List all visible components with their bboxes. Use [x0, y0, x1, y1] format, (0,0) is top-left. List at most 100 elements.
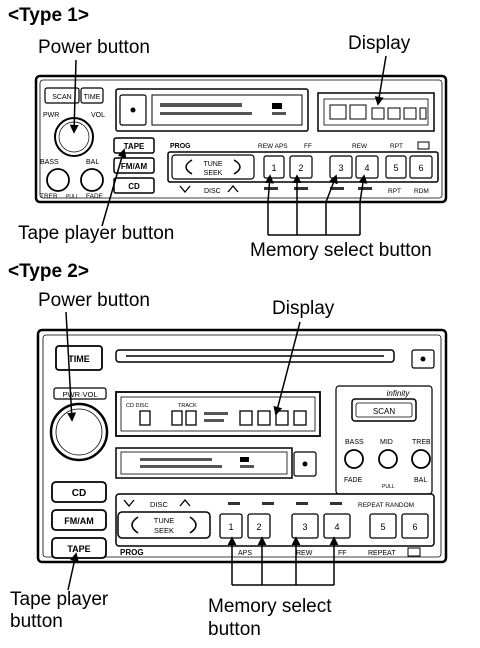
svg-text:4: 4	[364, 163, 369, 173]
svg-text:CD DISC: CD DISC	[126, 403, 149, 409]
svg-text:SCAN: SCAN	[52, 94, 71, 101]
type1-bass-knob[interactable]	[46, 168, 70, 192]
type1-bal-text: BAL	[86, 159, 99, 166]
type1-preset-3[interactable]: 3	[329, 155, 353, 179]
type1-fade-text: FADE	[86, 193, 104, 200]
type1-leaders	[69, 55, 387, 236]
svg-text:2: 2	[256, 522, 261, 532]
type1-time-button[interactable]: TIME	[80, 87, 104, 104]
type1-disc-text: DISC	[204, 188, 221, 195]
type2-bass-knob[interactable]	[344, 449, 364, 469]
type2-heading: <Type 2>	[8, 261, 89, 282]
type1-pull-text: PULL	[66, 194, 79, 200]
svg-text:FADE: FADE	[344, 477, 363, 484]
svg-text:6: 6	[418, 163, 423, 173]
type1-heading: <Type 1>	[8, 5, 89, 26]
type1-bass-text: BASS	[40, 159, 59, 166]
type1-fmam-button[interactable]: FM/AM	[113, 157, 155, 174]
svg-text:TIME: TIME	[84, 94, 101, 101]
type1-rdm-text: RDM	[414, 188, 429, 195]
type2-preset-3[interactable]: 3	[291, 513, 319, 539]
type2-display: CD DISC TRACK	[115, 391, 321, 437]
type2-memory-label-line1: Memory select	[208, 596, 332, 617]
svg-text:TUNE: TUNE	[203, 161, 222, 168]
svg-text:SCAN: SCAN	[373, 407, 395, 416]
type1-power-label: Power button	[38, 37, 150, 58]
type1-preset-1[interactable]: 1	[263, 155, 285, 179]
type2-power-label: Power button	[38, 290, 150, 311]
svg-text:1: 1	[271, 163, 276, 173]
type2-preset-4[interactable]: 4	[323, 513, 351, 539]
type2-repeat-text: REPEAT	[368, 550, 396, 557]
type1-pwr-text: PWR	[43, 112, 59, 119]
svg-text:5: 5	[380, 522, 385, 532]
type2-preset-1[interactable]: 1	[219, 513, 243, 539]
type1-cd-button[interactable]: CD	[113, 177, 155, 194]
type1-treb-text: TREB	[40, 193, 57, 200]
svg-text:CD: CD	[128, 182, 140, 191]
type2-aps-text: APS	[238, 550, 252, 557]
svg-text:FM/AM: FM/AM	[121, 162, 148, 171]
svg-text:SEEK: SEEK	[154, 526, 174, 535]
type2-cd-button[interactable]: CD	[51, 481, 107, 503]
type2-rew-text: REW	[296, 550, 313, 557]
type2-tune-seek-button[interactable]: TUNE SEEK	[117, 511, 211, 539]
svg-text:BAL: BAL	[414, 477, 427, 484]
svg-text:6: 6	[412, 522, 417, 532]
type2-eject-button[interactable]	[411, 349, 435, 369]
type1-display	[317, 92, 435, 132]
type2-treb-knob[interactable]	[411, 449, 431, 469]
svg-text:5: 5	[393, 163, 398, 173]
type1-power-knob[interactable]	[54, 117, 94, 157]
svg-text:TAPE: TAPE	[67, 544, 90, 554]
type1-bal-knob[interactable]	[80, 168, 104, 192]
type2-tape-label-line1: Tape player	[10, 589, 109, 610]
type2-preset-5[interactable]: 5	[369, 513, 397, 539]
svg-text:2: 2	[298, 163, 303, 173]
type1-preset-2[interactable]: 2	[289, 155, 313, 179]
type1-preset-6[interactable]: 6	[409, 155, 433, 179]
type1-vol-text: VOL	[91, 112, 105, 119]
type2-preset-6[interactable]: 6	[401, 513, 429, 539]
type2-prog-text: PROG	[120, 548, 144, 557]
type2-mid-knob[interactable]	[378, 449, 398, 469]
type2-radio-unit: TIME PWR·VOL CD FM/AM TAPE CD DISC TRACK	[36, 328, 448, 564]
type2-leaders	[65, 311, 339, 591]
type2-tape-eject-button[interactable]	[293, 451, 317, 477]
svg-text:SEEK: SEEK	[204, 170, 223, 177]
type2-fmam-button[interactable]: FM/AM	[51, 509, 107, 531]
type1-rew-text: REW	[352, 143, 368, 150]
type1-ff-text: FF	[304, 143, 312, 150]
svg-text:MID: MID	[380, 439, 393, 446]
type2-scan-button[interactable]: SCAN	[351, 398, 417, 422]
type2-tape-button[interactable]: TAPE	[51, 537, 107, 559]
type1-prog-text: PROG	[170, 143, 191, 150]
type1-display-label: Display	[348, 33, 411, 54]
type2-preset-2[interactable]: 2	[247, 513, 271, 539]
type2-repeat-random-text: REPEAT RANDOM	[358, 502, 414, 509]
svg-text:PULL: PULL	[382, 484, 395, 490]
type2-power-knob[interactable]	[49, 402, 109, 462]
svg-text:CD: CD	[72, 488, 86, 499]
svg-text:1: 1	[228, 522, 233, 532]
svg-text:3: 3	[338, 163, 343, 173]
type1-eject-button[interactable]	[119, 94, 147, 126]
type1-scan-button[interactable]: SCAN	[44, 87, 80, 104]
type1-radio-unit: SCAN TIME PWR VOL BASS BAL TREB PULL FAD…	[34, 74, 448, 204]
type2-tape-label-line2: button	[10, 611, 63, 632]
type2-memory-label-line2: button	[208, 619, 261, 640]
svg-text:TUNE: TUNE	[154, 516, 174, 525]
svg-text:3: 3	[302, 522, 307, 532]
type1-memory-label: Memory select button	[250, 240, 432, 261]
type2-pwr-vol-text: PWR·VOL	[62, 390, 97, 399]
svg-text:BASS: BASS	[345, 439, 364, 446]
type1-rpt-text: RPT	[390, 143, 403, 150]
svg-text:FM/AM: FM/AM	[64, 516, 94, 526]
type2-time-button[interactable]: TIME	[55, 345, 103, 371]
type1-tape-button[interactable]: TAPE	[113, 137, 155, 154]
type1-preset-5[interactable]: 5	[385, 155, 407, 179]
type2-display-label: Display	[272, 298, 335, 319]
type1-preset-4[interactable]: 4	[355, 155, 379, 179]
type1-tune-seek-button[interactable]: TUNE SEEK	[171, 154, 255, 180]
